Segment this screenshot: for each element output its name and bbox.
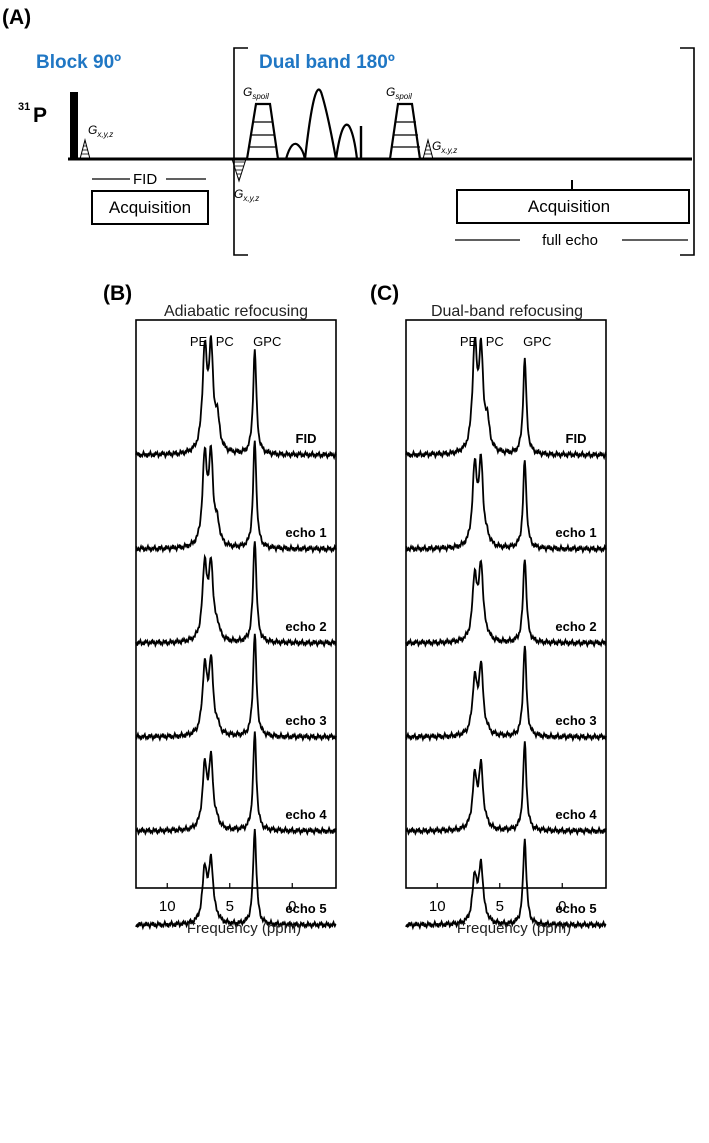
plot-title: Adiabatic refocusing (164, 303, 308, 320)
left-bracket (233, 47, 248, 256)
spectrum-trace (405, 741, 607, 837)
spectrum-trace (135, 633, 337, 743)
spectrum-trace (135, 731, 337, 837)
trace-label: echo 2 (285, 619, 326, 634)
block-90-pulse (70, 92, 78, 159)
peak-label-pe: PE (460, 334, 478, 349)
dual-band-lobe-1 (284, 142, 307, 160)
spoiler-gradient-1 (245, 102, 280, 161)
block-90-title: Block 90º (36, 52, 121, 73)
nucleus-label: P (33, 104, 47, 127)
trace-label: echo 3 (555, 713, 596, 728)
gspoil-label-2: Gspoil (386, 85, 412, 101)
trace-label: echo 1 (285, 525, 326, 540)
acquisition-box-1 (91, 190, 209, 225)
pulse-sequence-diagram: (A) Block 90º Dual band 180º 31 P Gx,y,z… (2, 6, 695, 256)
trace-label: echo 4 (285, 807, 327, 822)
panel-letter: (B) (103, 282, 132, 305)
trace-label: FID (566, 431, 587, 446)
acquisition-label-1: Acquisition (109, 198, 191, 217)
panel-letter: (C) (370, 282, 399, 305)
peak-label-pc: PC (216, 334, 234, 349)
x-tick-label: 10 (159, 898, 176, 915)
gxyz-label-1: Gx,y,z (88, 123, 113, 139)
gxyz-label-3: Gx,y,z (432, 139, 457, 155)
trace-label: echo 1 (555, 525, 596, 540)
gradient-lobe-negative (231, 158, 247, 183)
dual-band-180-title: Dual band 180º (259, 52, 395, 73)
trace-label: echo 4 (555, 807, 597, 822)
panel-a-letter: (A) (2, 6, 31, 29)
x-tick-label: 10 (429, 898, 446, 915)
trace-label: echo 2 (555, 619, 596, 634)
spectrum-trace (135, 440, 337, 555)
spectrum-trace (405, 453, 607, 555)
gspoil-label-1: Gspoil (243, 85, 269, 101)
x-tick-label: 5 (226, 898, 234, 915)
peak-label-gpc: GPC (523, 334, 551, 349)
dual-band-lobe-3 (334, 123, 359, 160)
spectrum-trace (135, 335, 337, 461)
trace-label: FID (296, 431, 317, 446)
gxyz-label-2: Gx,y,z (234, 187, 259, 203)
plot-frame (135, 319, 337, 889)
acquisition-label-2: Acquisition (528, 197, 610, 216)
plot-title: Dual-band refocusing (431, 303, 583, 320)
spectrum-trace (405, 337, 607, 461)
nucleus-superscript: 31 (18, 101, 30, 113)
acquisition-box-2 (456, 189, 690, 224)
dual-band-lobe-2 (303, 88, 338, 160)
plot-frame (405, 319, 607, 889)
fid-label: FID (133, 171, 157, 188)
spectrum-trace (135, 828, 337, 931)
x-axis-title: Frequency (ppm) (187, 920, 301, 937)
gradient-lobe-3 (422, 138, 434, 160)
right-bracket (680, 47, 695, 256)
spectrum-trace (405, 559, 607, 649)
trace-label: echo 3 (285, 713, 326, 728)
full-echo-label: full echo (542, 232, 598, 249)
trace-label: echo 5 (555, 901, 596, 916)
x-tick-label: 0 (288, 898, 296, 915)
spectrum-trace (405, 645, 607, 743)
peak-label-pc: PC (486, 334, 504, 349)
spoiler-gradient-2 (388, 102, 422, 161)
peak-label-gpc: GPC (253, 334, 281, 349)
gradient-lobe-1 (79, 138, 91, 160)
spectrum-trace (135, 541, 337, 649)
x-axis-title: Frequency (ppm) (457, 920, 571, 937)
x-tick-label: 0 (558, 898, 566, 915)
spectrum-trace (405, 838, 607, 931)
trace-label: echo 5 (285, 901, 326, 916)
peak-label-pe: PE (190, 334, 208, 349)
x-tick-label: 5 (496, 898, 504, 915)
